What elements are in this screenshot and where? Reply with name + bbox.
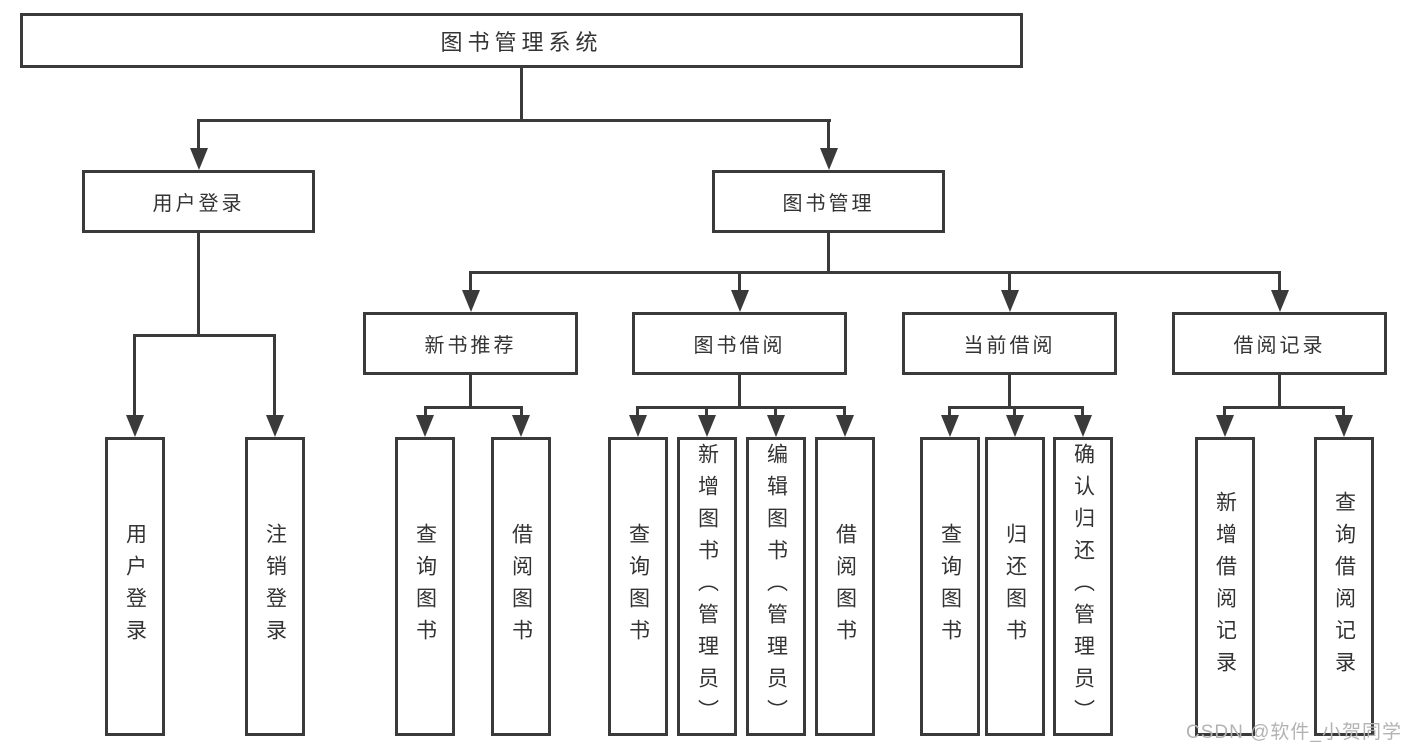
node-label: 新增图书（管理员） — [695, 442, 719, 731]
arrowhead-icon — [1335, 415, 1353, 437]
connector-line — [424, 406, 522, 409]
node-label: 编辑图书（管理员） — [764, 442, 788, 731]
node-borrow-books-borrowing: 借阅图书 — [815, 437, 875, 736]
arrowhead-icon — [512, 415, 530, 437]
node-edit-book-admin: 编辑图书（管理员） — [746, 437, 806, 736]
node-query-borrow-record: 查询借阅记录 — [1314, 437, 1374, 736]
node-label: 图书管理系统 — [440, 29, 603, 55]
node-label: 用户登录 — [152, 193, 245, 215]
node-label: 借阅图书 — [833, 522, 857, 651]
connector-line — [705, 406, 708, 418]
connector-line — [469, 271, 472, 293]
connector-line — [1013, 406, 1016, 418]
node-add-borrow-record: 新增借阅记录 — [1195, 437, 1255, 736]
node-label: 新书推荐 — [424, 335, 517, 357]
connector-line — [469, 271, 1281, 274]
node-label: 用户登录 — [123, 522, 147, 651]
connector-line — [827, 233, 830, 274]
arrowhead-icon — [698, 415, 716, 437]
node-user-login: 用户登录 — [82, 170, 315, 233]
arrowhead-icon — [767, 415, 785, 437]
node-label: 注销登录 — [263, 522, 287, 651]
connector-line — [273, 334, 276, 418]
connector-line — [469, 375, 472, 408]
node-label: 查询图书 — [413, 522, 437, 651]
arrowhead-icon — [1216, 415, 1234, 437]
node-label: 查询图书 — [938, 522, 962, 651]
arrowhead-icon — [1074, 415, 1092, 437]
node-label: 图书借阅 — [693, 335, 786, 357]
connector-line — [197, 233, 200, 337]
node-current-borrowing: 当前借阅 — [902, 312, 1117, 375]
node-label: 查询图书 — [626, 522, 650, 651]
node-label: 借阅记录 — [1233, 335, 1326, 357]
node-label: 图书管理 — [782, 193, 875, 215]
arrowhead-icon — [941, 415, 959, 437]
node-logout: 注销登录 — [245, 437, 305, 736]
connector-line — [1223, 406, 1226, 418]
connector-line — [1342, 406, 1345, 418]
connector-line — [843, 406, 846, 418]
arrowhead-icon — [1006, 415, 1024, 437]
arrowhead-icon — [416, 415, 434, 437]
node-label: 借阅图书 — [509, 522, 533, 651]
connector-line — [738, 271, 741, 293]
arrowhead-icon — [1001, 290, 1019, 312]
connector-line — [738, 375, 741, 408]
node-borrowing-records: 借阅记录 — [1172, 312, 1387, 375]
node-user-login-leaf: 用户登录 — [105, 437, 165, 736]
node-add-book-admin: 新增图书（管理员） — [677, 437, 737, 736]
node-borrow-books-recommend: 借阅图书 — [491, 437, 551, 736]
connector-line — [1278, 375, 1281, 408]
node-book-borrowing: 图书借阅 — [632, 312, 847, 375]
node-label: 归还图书 — [1003, 522, 1027, 651]
arrowhead-icon — [836, 415, 854, 437]
node-label: 新增借阅记录 — [1213, 490, 1237, 683]
node-book-management: 图书管理 — [712, 170, 945, 233]
connector-line — [520, 406, 523, 418]
arrowhead-icon — [190, 148, 208, 170]
connector-line — [827, 119, 830, 151]
arrowhead-icon — [266, 415, 284, 437]
node-new-book-recommend: 新书推荐 — [363, 312, 578, 375]
connector-line — [1081, 406, 1084, 418]
connector-line — [424, 406, 427, 418]
connector-line — [133, 334, 276, 337]
connector-line — [1278, 271, 1281, 293]
node-return-book: 归还图书 — [985, 437, 1045, 736]
arrowhead-icon — [462, 290, 480, 312]
connector-line — [133, 334, 136, 418]
arrowhead-icon — [126, 415, 144, 437]
node-query-books-recommend: 查询图书 — [395, 437, 455, 736]
connector-line — [636, 406, 639, 418]
csdn-watermark: CSDN @软件_小贺同学 — [1186, 722, 1402, 743]
node-query-books-borrowing: 查询图书 — [608, 437, 668, 736]
node-confirm-return-admin: 确认归还（管理员） — [1053, 437, 1113, 736]
connector-line — [197, 119, 200, 151]
arrowhead-icon — [731, 290, 749, 312]
node-label: 确认归还（管理员） — [1071, 442, 1095, 731]
node-label: 查询借阅记录 — [1332, 490, 1356, 683]
connector-line — [1008, 271, 1011, 293]
arrowhead-icon — [629, 415, 647, 437]
connector-line — [520, 68, 523, 122]
connector-line — [948, 406, 951, 418]
node-label: 当前借阅 — [963, 335, 1056, 357]
arrowhead-icon — [820, 148, 838, 170]
arrowhead-icon — [1271, 290, 1289, 312]
node-query-books-current: 查询图书 — [920, 437, 980, 736]
connector-line — [636, 406, 846, 409]
node-library-management-system: 图书管理系统 — [20, 13, 1023, 68]
connector-line — [1223, 406, 1345, 409]
connector-line — [197, 119, 831, 122]
connector-line — [1008, 375, 1011, 408]
connector-line — [774, 406, 777, 418]
